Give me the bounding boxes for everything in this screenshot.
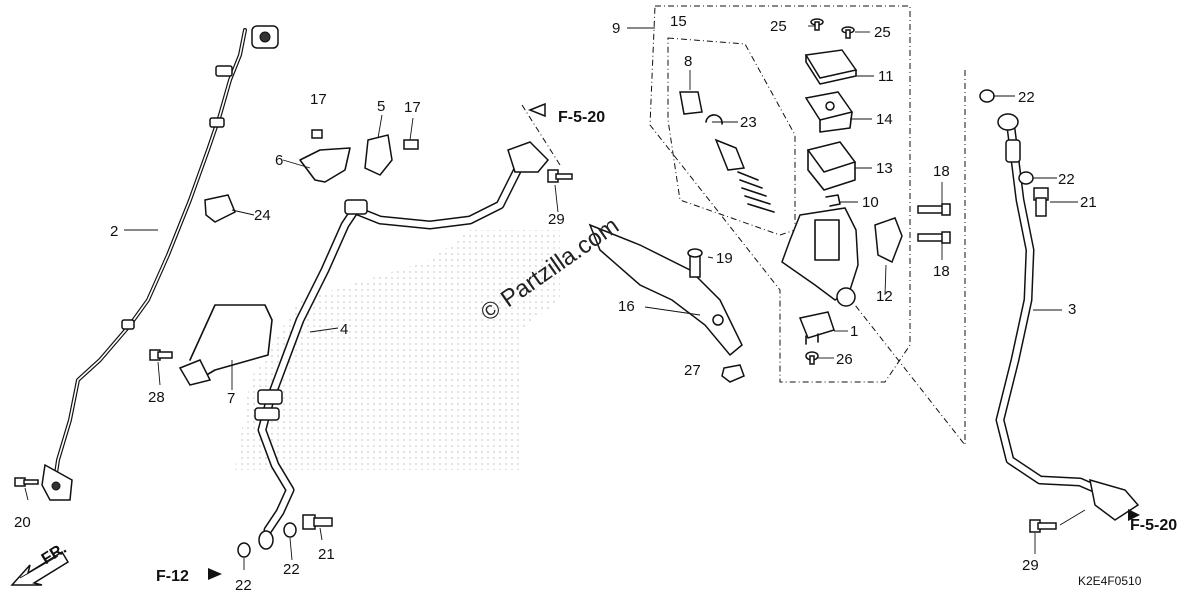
part-26-screw — [805, 351, 819, 365]
part-label-19: 19 — [716, 250, 733, 267]
part-12-holder — [874, 217, 903, 264]
part-label-11: 11 — [878, 68, 894, 85]
part-label-3: 3 — [1068, 301, 1076, 318]
part-label-17-left: 17 — [310, 91, 327, 108]
part-label-22-left: 22 — [235, 577, 252, 594]
part-label-16: 16 — [618, 298, 635, 315]
part-label-10: 10 — [862, 194, 879, 211]
part-label-6: 6 — [275, 152, 283, 169]
part-label-21-left: 21 — [318, 546, 335, 563]
speed-sensor-wire — [41, 25, 279, 501]
part-17-bolt-left — [311, 129, 323, 139]
part-29-bolt-top — [547, 169, 573, 183]
part-label-20: 20 — [14, 514, 31, 531]
part-10-clip — [825, 194, 841, 207]
part-7-hose-bracket — [189, 304, 273, 381]
diagram-code: K2E4F0510 — [1078, 574, 1142, 588]
part-16-brake-lever — [588, 223, 743, 357]
part-label-18-top: 18 — [933, 163, 950, 180]
part-18-bolt-bottom — [917, 231, 951, 244]
part-22-washer-left — [237, 542, 251, 558]
part-3-brake-hose — [995, 113, 1140, 521]
part-label-7: 7 — [227, 390, 235, 407]
part-11-reservoir-cap — [804, 49, 858, 85]
part-1-brake-switch — [798, 311, 835, 345]
part-label-29-bottom: 29 — [1022, 557, 1039, 574]
part-label-27: 27 — [684, 362, 701, 379]
part-6-clamp — [299, 147, 351, 183]
part-24-grommet — [204, 194, 236, 223]
part-8-piston-cup — [679, 91, 703, 115]
part-4-brake-hose — [254, 141, 550, 550]
ref-f5-20-top: F-5-20 — [558, 109, 605, 126]
part-14-diaphragm-plate — [804, 91, 854, 133]
part-label-2: 2 — [110, 223, 118, 240]
part-label-22-mid: 22 — [283, 561, 300, 578]
part-label-9: 9 — [612, 20, 620, 37]
part-label-24: 24 — [254, 207, 271, 224]
f5-20-top-arrow — [527, 102, 546, 118]
part-label-25-right: 25 — [874, 24, 891, 41]
part-label-23: 23 — [740, 114, 757, 131]
part-label-26: 26 — [836, 351, 853, 368]
bottom-right-ref-line — [1059, 509, 1086, 526]
part-25-screw-right — [841, 26, 855, 39]
part-label-29-top: 29 — [548, 211, 565, 228]
part-label-21-right: 21 — [1080, 194, 1097, 211]
part-25-screw-left — [810, 18, 824, 31]
part-label-12: 12 — [876, 288, 893, 305]
part-22-washer-top — [979, 89, 995, 103]
part-20-bolt — [14, 477, 39, 487]
part-label-5: 5 — [377, 98, 385, 115]
part-23-snap-ring — [705, 114, 723, 125]
part-29-bolt-bottom — [1029, 519, 1057, 533]
part-19-pivot-bolt — [687, 248, 703, 278]
background-watermark-shading — [235, 230, 560, 470]
f5-20-right-arrow — [1128, 509, 1140, 521]
f5-20-arrow-line — [521, 104, 561, 166]
part-label-17-right: 17 — [404, 99, 421, 116]
part-label-13: 13 — [876, 160, 893, 177]
part-21-banjo-bolt-right — [1033, 187, 1049, 217]
f12-arrow — [208, 568, 222, 580]
part-label-25-left: 25 — [770, 18, 787, 35]
part-28-bolt — [149, 349, 173, 361]
leader-lines — [24, 25, 1078, 570]
ref-f5-20-right: F-5-20 — [1130, 517, 1177, 534]
part-22-washer-mid — [283, 522, 297, 538]
master-cylinder-group-outline — [649, 5, 911, 383]
part-13-diaphragm — [806, 141, 857, 191]
part-label-22-right: 22 — [1058, 171, 1075, 188]
part-label-28: 28 — [148, 389, 165, 406]
part-label-14: 14 — [876, 111, 893, 128]
part-15-piston-spring — [714, 138, 775, 213]
part-27-nut — [721, 364, 745, 383]
hose-group-outline — [854, 70, 966, 447]
part-label-4: 4 — [340, 321, 348, 338]
part-master-cylinder-body — [781, 207, 859, 307]
part-17-bolt-right — [403, 139, 419, 150]
part-label-1: 1 — [850, 323, 858, 340]
part-label-18-bottom: 18 — [933, 263, 950, 280]
ref-f12: F-12 — [156, 568, 189, 585]
part-18-bolt-top — [917, 203, 951, 216]
part-22-washer-right — [1018, 171, 1034, 185]
piston-kit-group-outline — [667, 37, 796, 236]
part-label-15: 15 — [670, 13, 687, 30]
part-label-8: 8 — [684, 53, 692, 70]
front-arrow-icon — [10, 550, 70, 586]
part-5-clamp — [364, 134, 393, 176]
part-21-banjo-bolt-left — [302, 514, 333, 530]
part-label-22-top: 22 — [1018, 89, 1035, 106]
